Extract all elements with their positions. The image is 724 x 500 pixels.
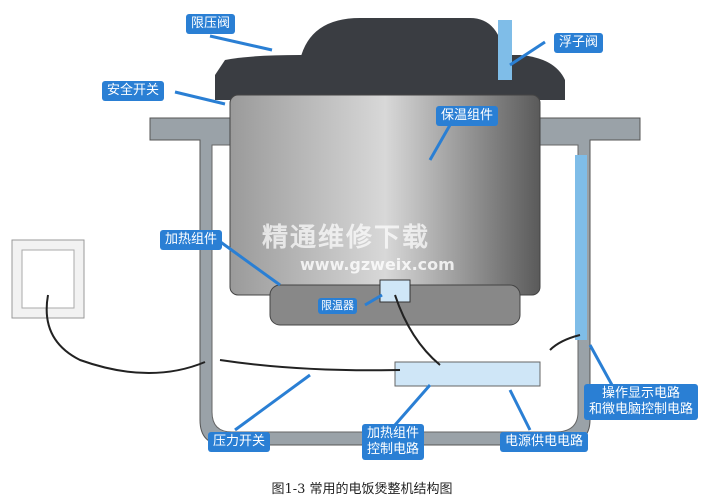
leader-line-pressure-limit-valve: [209, 34, 273, 52]
leader-line-display-mcu-circuit: [588, 344, 614, 386]
leader-line-insulation-assembly: [428, 124, 452, 161]
leader-line-power-supply-circuit: [508, 389, 532, 431]
label-safety-switch: 安全开关: [102, 81, 165, 101]
lid: [215, 55, 565, 100]
temperature-limiter-part: [379, 279, 411, 303]
leader-line-float-valve: [509, 40, 546, 67]
circuit-board: [394, 361, 541, 387]
lid-handle: [300, 18, 505, 60]
leader-line-pressure-switch: [234, 373, 311, 432]
figure-caption: 图1-3 常用的电饭煲整机结构图: [271, 482, 453, 497]
label-heating-control-circuit: 加热组件 控制电路: [362, 424, 425, 460]
label-insulation-assembly: 保温组件: [436, 106, 499, 126]
label-heating-assembly: 加热组件: [160, 230, 223, 250]
label-temperature-limiter: 限温器: [318, 298, 357, 314]
leader-line-heating-assembly: [214, 236, 281, 287]
label-float-valve: 浮子阀: [554, 33, 604, 53]
label-pressure-limit-valve: 限压阀: [186, 14, 236, 34]
label-power-supply-circuit: 电源供电电路: [500, 432, 589, 452]
display-panel: [575, 155, 587, 340]
power-cord: [45, 294, 206, 374]
leader-line-safety-switch: [174, 90, 226, 106]
internal-wiring: [219, 294, 581, 372]
label-display-mcu-circuit: 操作显示电路 和微电脑控制电路: [584, 384, 699, 420]
leader-lines: [174, 34, 614, 432]
watermark-text: 精通维修下载: [262, 223, 431, 253]
leader-line-temperature-limiter: [364, 293, 383, 307]
leader-line-heating-control-circuit: [393, 384, 432, 426]
watermark-url: www.gzweix.com: [300, 255, 455, 274]
float-valve-tube: [498, 20, 512, 80]
label-pressure-switch: 压力开关: [208, 432, 271, 452]
